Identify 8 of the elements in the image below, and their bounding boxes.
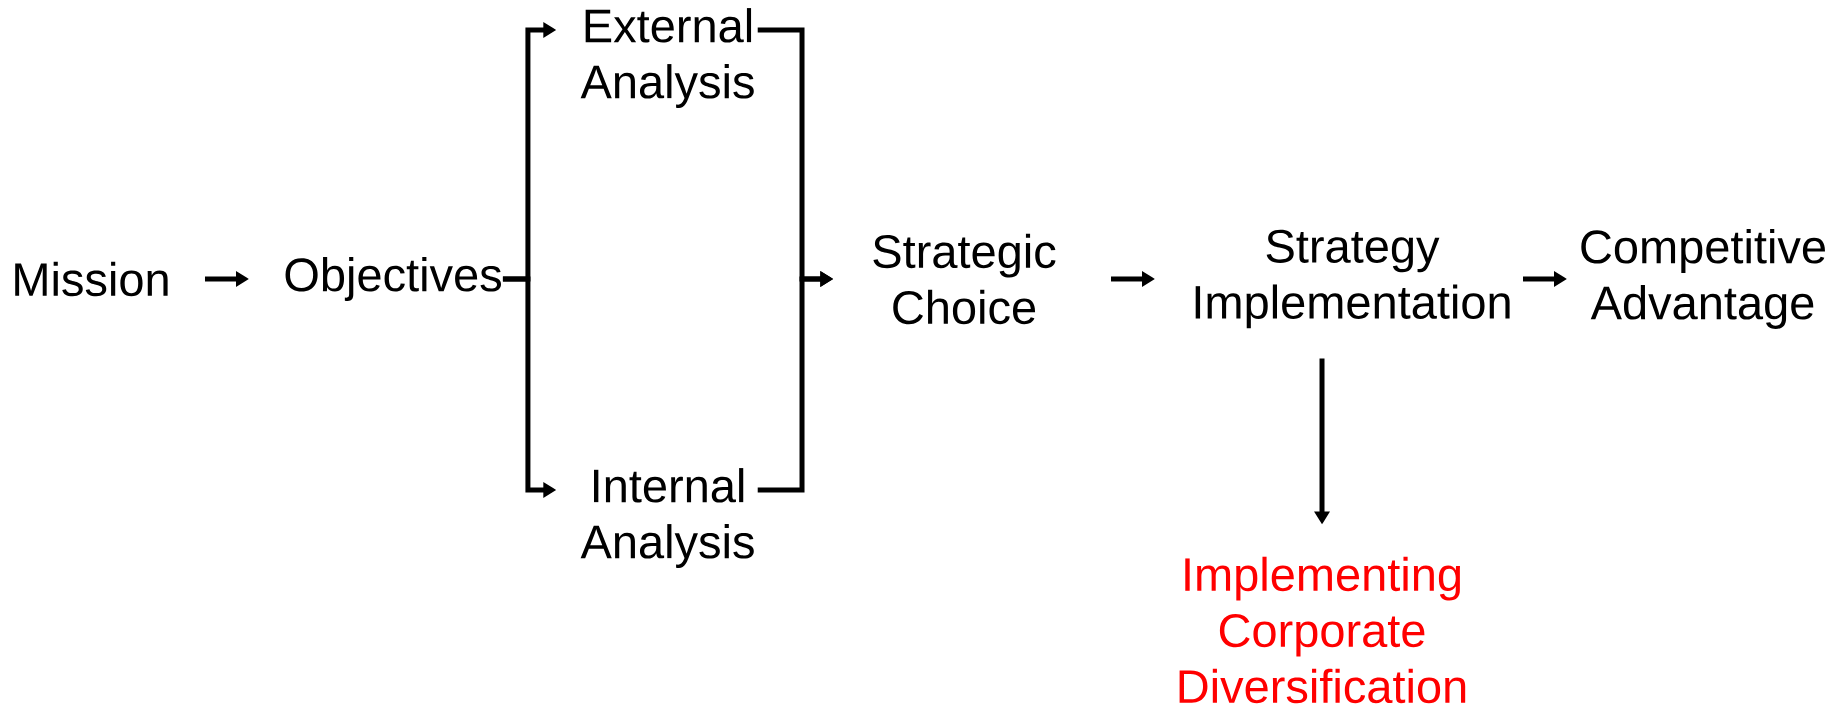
- text-label: External Analysis: [580, 8, 754, 108]
- text-label: Implementing Corporate Diversification: [1179, 556, 1466, 704]
- text-label: Competitive Advantage: [1581, 229, 1825, 329]
- text-label: Objectives: [285, 257, 501, 301]
- text-label: Strategic Choice: [873, 233, 1056, 325]
- text-label: Mission: [15, 261, 168, 297]
- text-label: Internal Analysis: [580, 468, 754, 568]
- text-label: Strategy Implementation: [1195, 229, 1510, 329]
